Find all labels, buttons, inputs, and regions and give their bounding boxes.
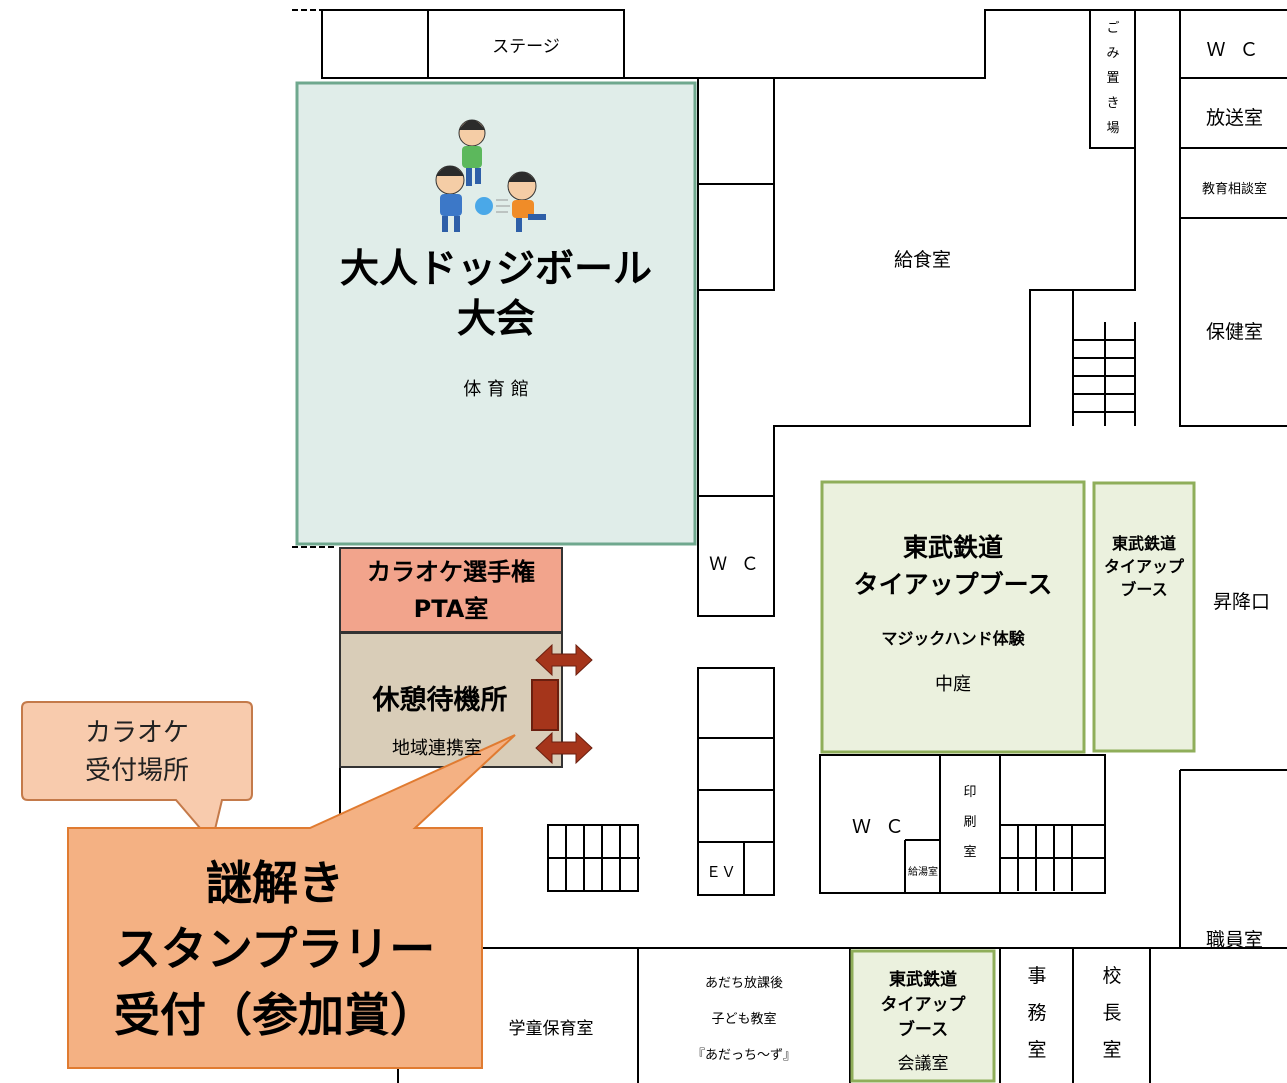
gym-room-label: 体 育 館 xyxy=(463,379,529,400)
wc-top-label: Ｗ Ｃ xyxy=(1206,38,1263,61)
karaoke-label: カラオケ選手権 PTA室 xyxy=(367,558,535,623)
stamp-rally-callout-text: 謎解き スタンプラリー 受付（参加賞） xyxy=(114,856,436,1042)
karaoke-reception-callout-text: カラオケ 受付場所 xyxy=(84,718,189,786)
double-arrow-lower-icon xyxy=(535,731,593,765)
tobu-courtyard-booth xyxy=(820,480,1086,754)
karaoke-room xyxy=(339,547,563,633)
garbage-label: ごみ置き場 xyxy=(1106,21,1120,136)
health-room-label: 保健室 xyxy=(1205,320,1263,343)
double-arrow-upper-icon xyxy=(535,643,593,677)
ev-label: ＥＶ xyxy=(705,862,736,881)
broadcast-room-label: 放送室 xyxy=(1205,106,1263,129)
hot-water-room-label: 給湯室 xyxy=(908,866,938,878)
wc-lower-label: Ｗ Ｃ xyxy=(851,815,909,838)
childcare-room-label: 学童保育室 xyxy=(508,1018,594,1039)
dodgeball-event-title: 大人ドッジボール 大会 xyxy=(339,247,652,342)
meeting-room-label: 会議室 xyxy=(897,1053,949,1074)
staff-room-label: 職員室 xyxy=(1205,928,1263,951)
wc-mid-label: Ｗ Ｃ xyxy=(709,554,763,575)
reception-marker xyxy=(531,679,559,731)
counseling-room-label: 教育相談室 xyxy=(1201,181,1267,197)
rest-area-title: 休憩待機所 xyxy=(372,684,508,716)
gym-area xyxy=(295,81,697,546)
karaoke-callout-bubble xyxy=(21,701,253,845)
tobu-meeting-booth xyxy=(850,949,996,1083)
community-room-label: 地域連携室 xyxy=(392,738,482,759)
after-school-label: あだち放課後子ども教室『あだっち～ず』 xyxy=(691,976,796,1063)
stage-label: ステージ xyxy=(492,36,560,57)
printing-room-label: 印刷室 xyxy=(963,785,977,860)
office-label: 事務室 xyxy=(1027,965,1047,1061)
tobu-courtyard-title: 東武鉄道 タイアップブース xyxy=(853,533,1053,599)
stamp-rally-callout-bubble xyxy=(67,734,516,1069)
kitchen-label: 給食室 xyxy=(893,248,951,271)
tobu-meeting-title: 東武鉄道 タイアップ ブース xyxy=(880,969,966,1040)
dodgeball-players-illustration xyxy=(435,119,546,232)
rest-room xyxy=(339,632,563,768)
entrance-label: 昇降口 xyxy=(1212,590,1270,613)
principal-label: 校長室 xyxy=(1102,965,1122,1061)
tobu-side-title: 東武鉄道 タイアップ ブース xyxy=(1103,533,1184,599)
magic-hand-label: マジックハンド体験 xyxy=(881,629,1025,648)
tobu-side-booth xyxy=(1092,481,1196,753)
courtyard-label: 中庭 xyxy=(935,674,971,695)
